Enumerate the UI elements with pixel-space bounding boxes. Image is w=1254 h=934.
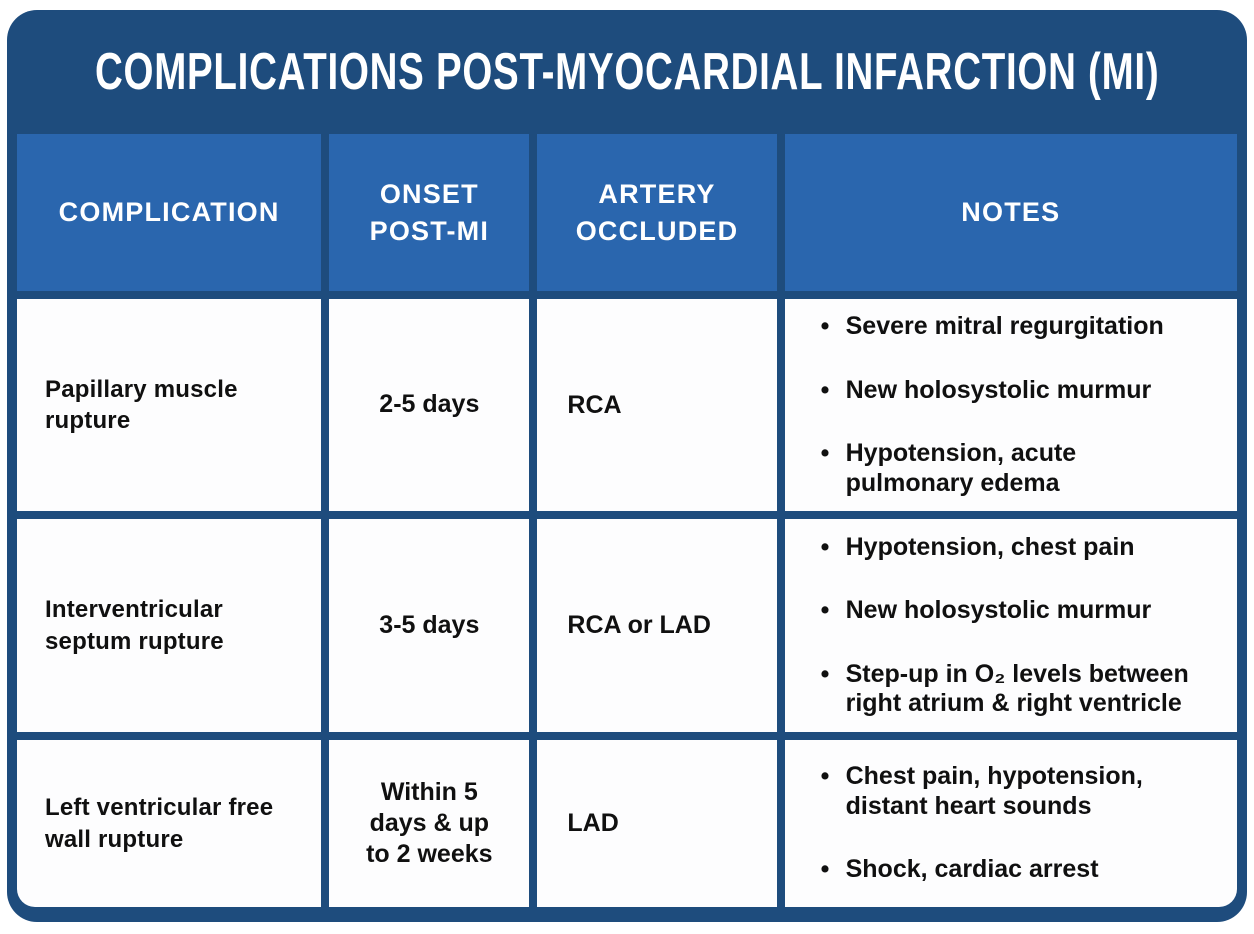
column-header-artery: ARTERY OCCLUDED xyxy=(537,134,777,291)
note-item: Severe mitral regurgitation xyxy=(821,312,1164,342)
column-header-onset: ONSET POST-MI xyxy=(329,134,530,291)
cell-notes-freewall: Chest pain, hypotension, distant heart s… xyxy=(784,740,1237,907)
infographic-card: COMPLICATIONS POST-MYOCARDIAL INFARCTION… xyxy=(7,10,1247,922)
note-item: New holosystolic murmur xyxy=(821,596,1189,626)
complications-table: COMPLICATION ONSET POST-MI ARTERY OCCLUD… xyxy=(7,134,1247,922)
page-title: COMPLICATIONS POST-MYOCARDIAL INFARCTION… xyxy=(94,43,1160,101)
note-item: New holosystolic murmur xyxy=(821,376,1164,406)
notes-list: Severe mitral regurgitation New holosyst… xyxy=(821,294,1164,516)
cell-complication-freewall: Left ventricular free wall rupture xyxy=(17,740,322,907)
note-item: Hypotension, chest pain xyxy=(821,533,1189,563)
title-banner: COMPLICATIONS POST-MYOCARDIAL INFARCTION… xyxy=(7,10,1247,134)
cell-onset-freewall: Within 5 days & up to 2 weeks xyxy=(329,740,530,907)
cell-notes-papillary: Severe mitral regurgitation New holosyst… xyxy=(784,299,1237,511)
cell-complication-septum: Interventricular septum rupture xyxy=(17,519,322,732)
column-header-complication: COMPLICATION xyxy=(17,134,322,291)
notes-list: Chest pain, hypotension, distant heart s… xyxy=(821,744,1143,903)
column-header-notes: NOTES xyxy=(784,134,1237,291)
cell-complication-papillary: Papillary muscle rupture xyxy=(17,299,322,511)
note-item: Chest pain, hypotension, distant heart s… xyxy=(821,762,1143,821)
cell-notes-septum: Hypotension, chest pain New holosystolic… xyxy=(784,519,1237,732)
notes-list: Hypotension, chest pain New holosystolic… xyxy=(821,515,1189,737)
cell-artery-freewall: LAD xyxy=(537,740,777,907)
cell-onset-papillary: 2-5 days xyxy=(329,299,530,511)
cell-artery-papillary: RCA xyxy=(537,299,777,511)
note-item: Shock, cardiac arrest xyxy=(821,855,1143,885)
note-item: Hypotension, acute pulmonary edema xyxy=(821,439,1164,498)
cell-onset-septum: 3-5 days xyxy=(329,519,530,732)
note-item: Step-up in O₂ levels between right atriu… xyxy=(821,660,1189,719)
cell-artery-septum: RCA or LAD xyxy=(537,519,777,732)
